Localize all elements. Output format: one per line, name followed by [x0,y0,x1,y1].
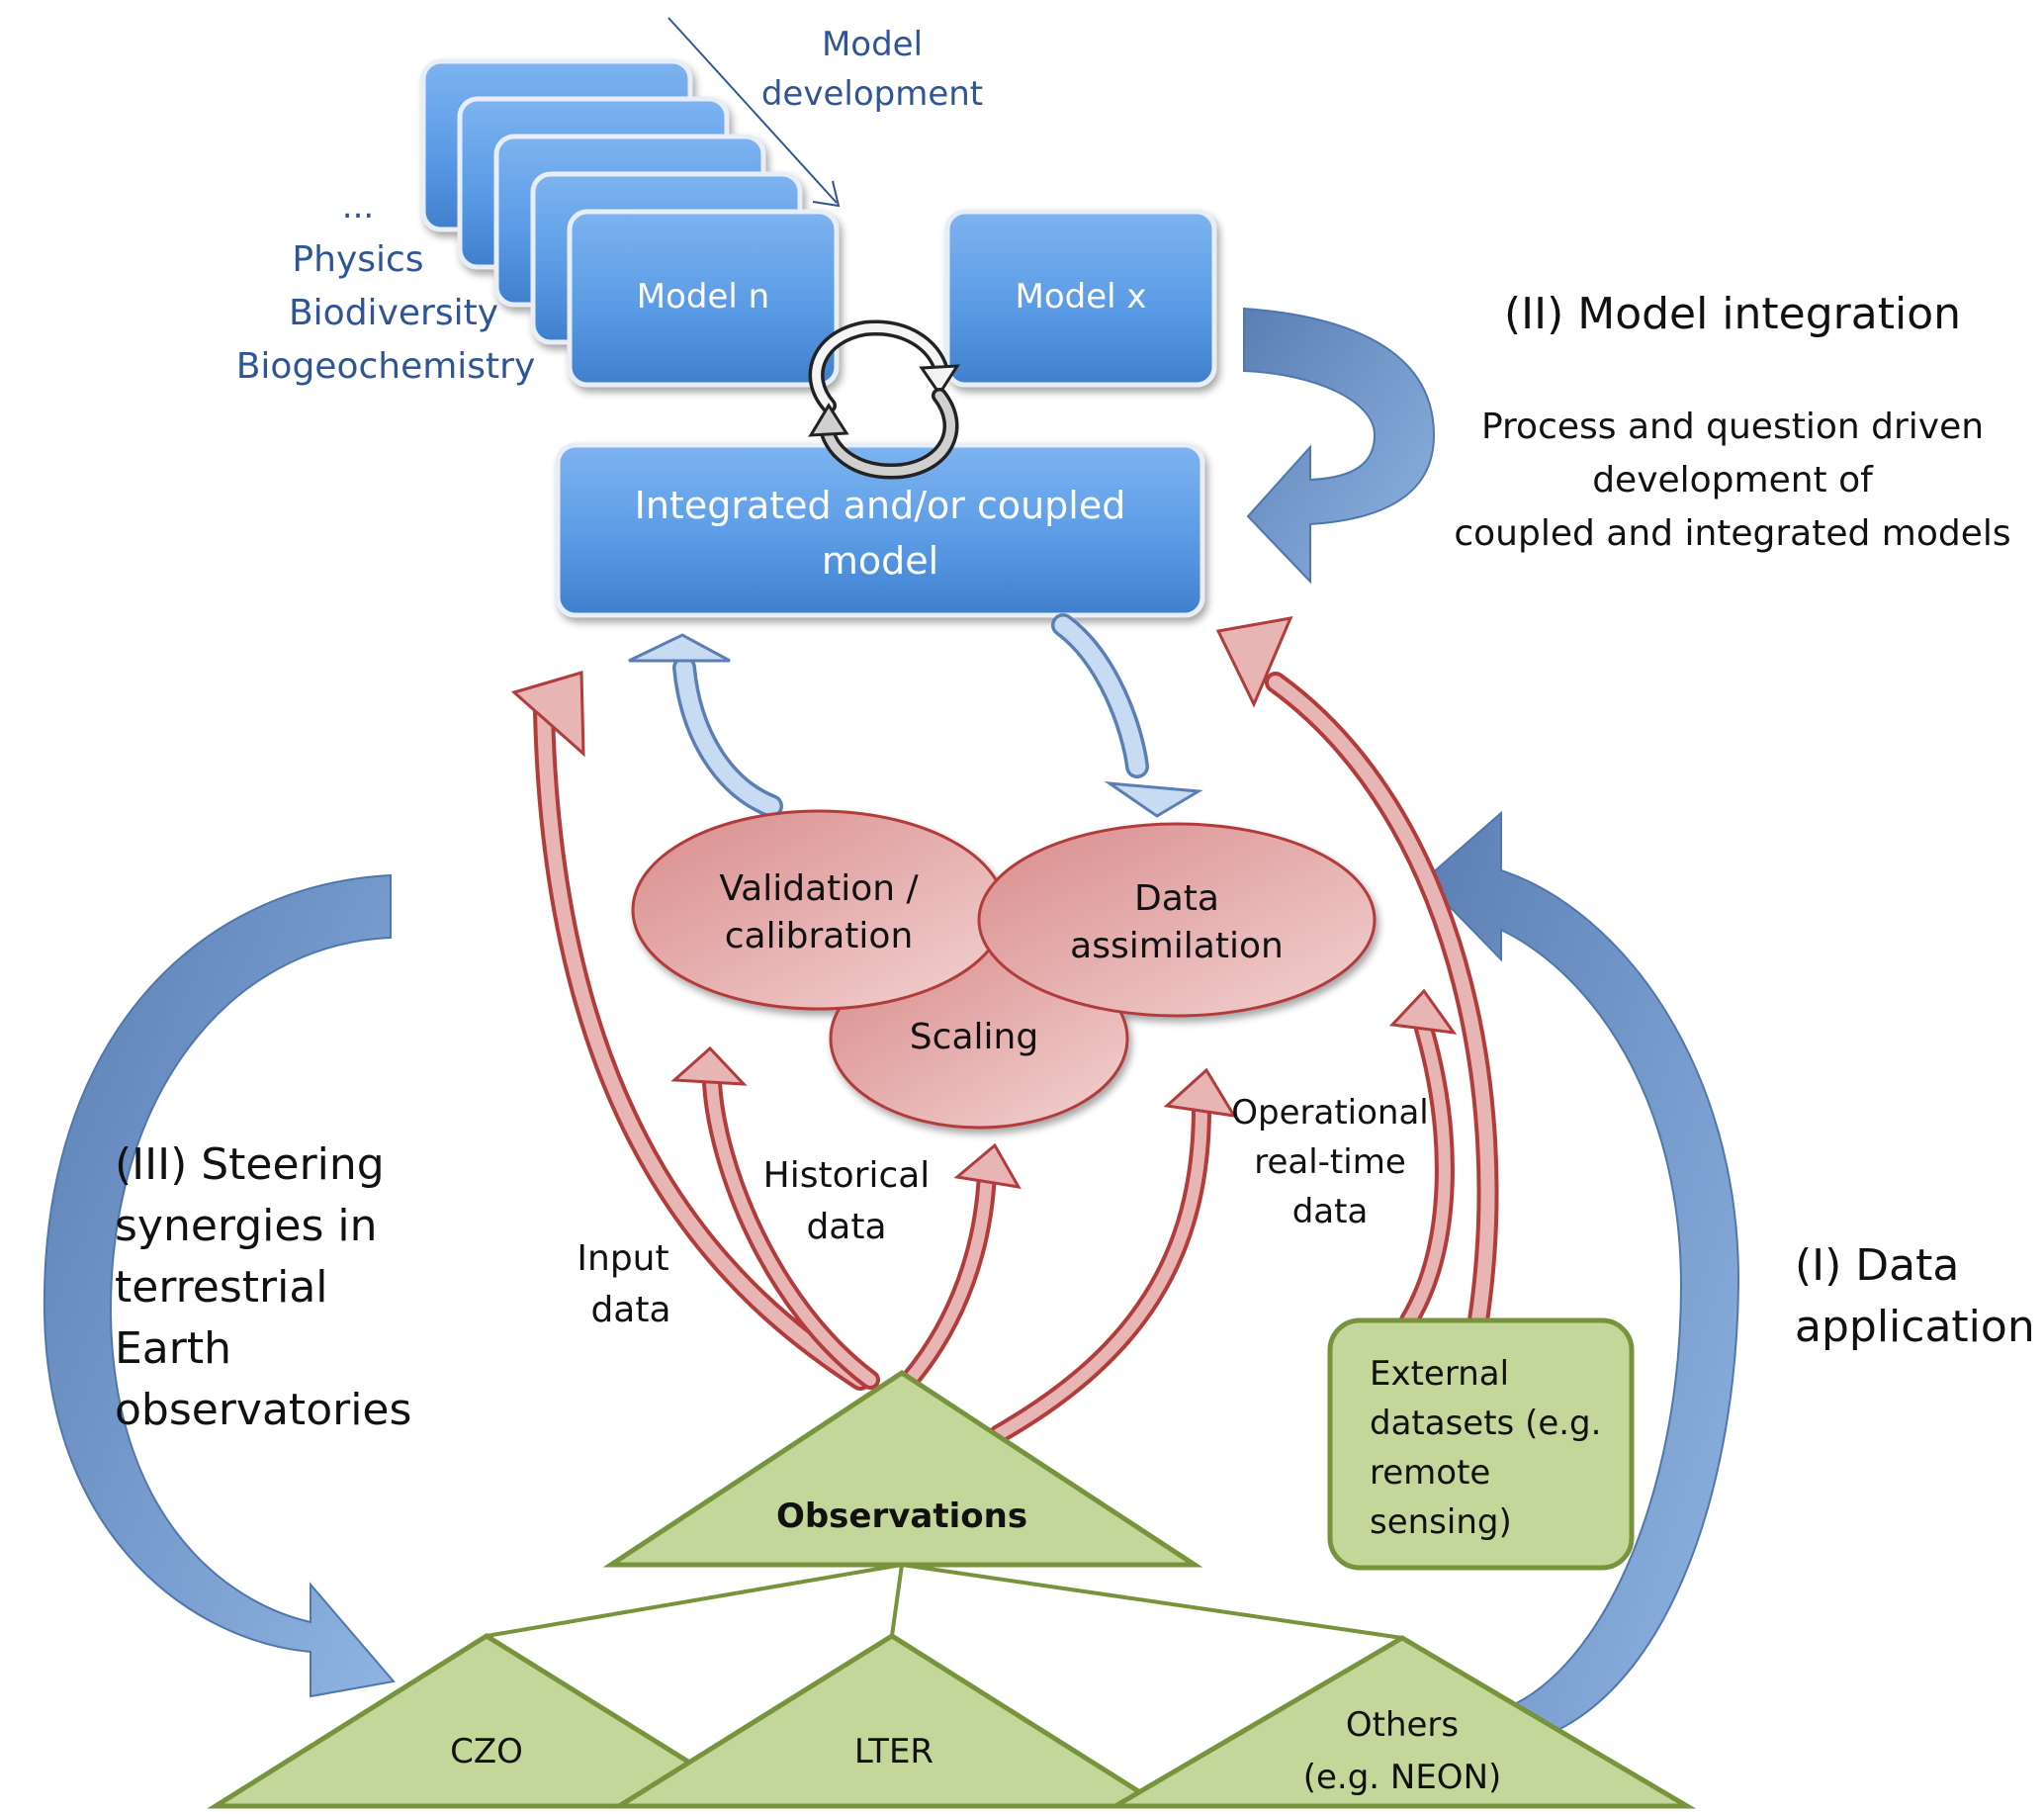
others-triangle [1106,1635,1697,1809]
stack-ellipsis: ... [342,187,374,227]
model-development-arrow [667,17,841,208]
integrated-model-label-2: model [822,539,938,583]
input-data-label-2: data [590,1290,670,1330]
model-integration-line-2: development of [1592,460,1874,500]
model-n-label: Model n [637,277,769,317]
assimilation-arrowhead [1163,1067,1237,1118]
external-to-assimilation-arrow [1399,1019,1455,1330]
input-data-arrow [533,701,871,1391]
historical-to-scaling-arrow [900,1162,997,1390]
link-others [901,1563,1403,1640]
others-label-1: Others [1346,1705,1459,1745]
assimilation-ellipse [977,822,1377,1018]
input-to-validation-arrow [702,1073,880,1390]
operational-data-label-1: Operational [1231,1093,1428,1133]
scaling-label: Scaling [910,1017,1038,1057]
data-application-arrow [1422,810,1740,1743]
steering-line-2: synergies in [115,1201,377,1251]
observations-label: Observations [776,1497,1027,1536]
steering-arrow [43,873,396,1698]
model-x-box [944,209,1217,388]
historical-data-label-1: Historical [763,1155,931,1196]
operational-data-label-3: data [1292,1192,1369,1231]
external-to-model-arrow [1265,672,1499,1331]
model-to-assimilation-arrow [1051,613,1203,818]
validation-label-1: Validation / [719,868,919,909]
calibration-to-model-arrow [628,633,783,818]
lter-triangle [610,1633,1171,1809]
stack-physics: Physics [292,239,423,280]
link-czo [486,1563,903,1638]
data-application-line-1: (I) Data [1795,1240,1959,1291]
stack-biodiversity: Biodiversity [289,293,498,333]
external-datasets-line-2: datasets (e.g. [1370,1404,1601,1443]
validation-arrowhead [670,1045,748,1086]
model-development-label-2: development [761,74,983,114]
operational-data-label-2: real-time [1254,1142,1406,1182]
cycle-arrows-icon [808,319,960,480]
external-datasets-line-4: sensing) [1370,1502,1512,1542]
model-n-box [567,209,840,388]
czo-triangle [207,1633,768,1809]
scaling-arrowhead [953,1142,1022,1189]
model-integration-line-3: coupled and integrated models [1454,513,2010,554]
czo-label: CZO [450,1732,523,1771]
validation-ellipse [631,809,1007,1011]
observations-triangle [602,1370,1203,1568]
others-label-2: (e.g. NEON) [1303,1758,1502,1797]
integrated-model-box [555,442,1205,618]
external-datasets-line-1: External [1370,1354,1509,1394]
external-datasets-box [1327,1317,1635,1571]
historical-data-label-2: data [806,1207,886,1247]
validation-label-2: calibration [725,916,914,956]
model-stack [420,58,840,388]
external-model-arrowhead [1215,616,1293,708]
model-integration-title: (II) Model integration [1504,289,1961,339]
stack-biogeochemistry: Biogeochemistry [236,346,536,387]
model-development-label-1: Model [822,25,923,64]
steering-line-3: terrestrial [115,1262,328,1313]
external-datasets-line-3: remote [1370,1453,1490,1493]
data-application-line-2: application [1795,1302,2035,1352]
steering-line-1: (III) Steering [115,1139,385,1190]
input-data-label-1: Input [577,1238,668,1279]
link-lter [890,1564,904,1637]
assimilation-label-1: Data [1134,878,1219,919]
external-assimilation-arrowhead [1388,988,1458,1035]
lter-label: LTER [854,1732,933,1771]
steering-line-4: Earth [115,1323,231,1374]
operational-to-assimilation-arrow [989,1098,1211,1444]
model-x-label: Model x [1015,277,1146,317]
assimilation-label-2: assimilation [1070,926,1284,966]
integrated-model-label-1: Integrated and/or coupled [635,484,1126,527]
steering-line-5: observatories [115,1385,411,1435]
model-integration-arrow [1243,307,1436,585]
model-integration-line-1: Process and question driven [1481,407,1984,447]
input-data-arrowhead [510,671,585,758]
